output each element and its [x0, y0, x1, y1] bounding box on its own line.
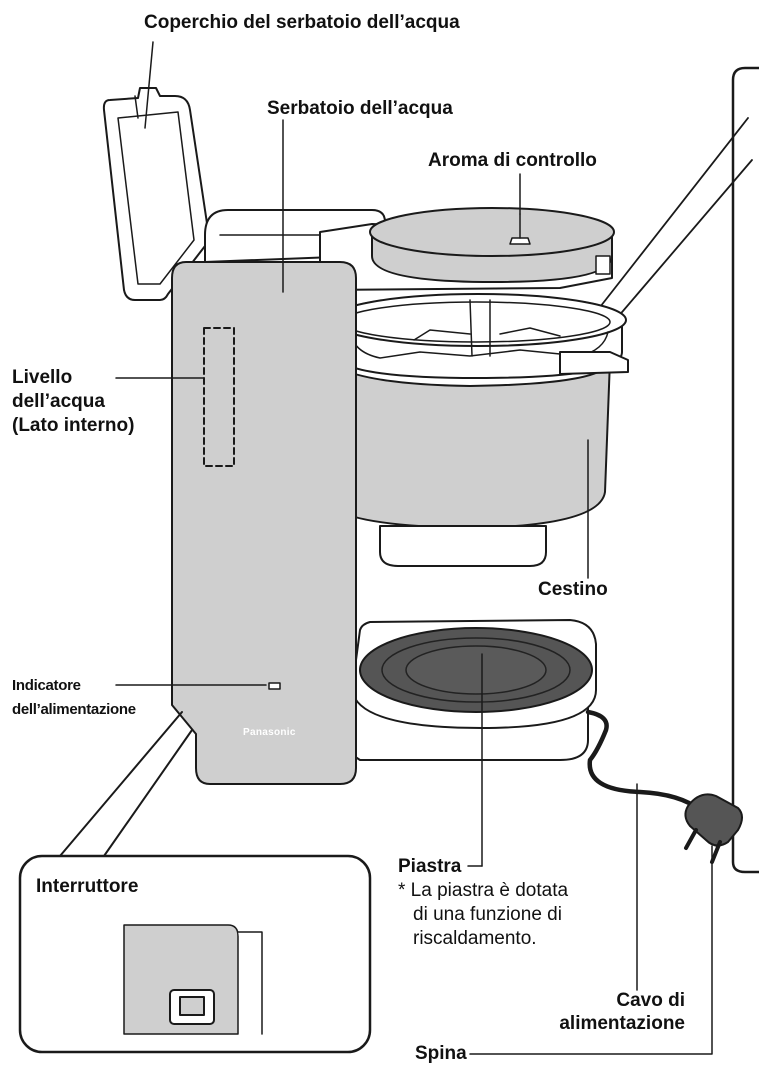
- label-lid: Coperchio del serbatoio dell’acqua: [144, 12, 460, 33]
- label-level-3: (Lato interno): [12, 415, 135, 436]
- label-level-1: Livello: [12, 367, 73, 388]
- label-cord-1: Cavo di: [616, 990, 685, 1011]
- water-level-window: [203, 327, 235, 467]
- label-level-2: dell’acqua: [12, 391, 105, 412]
- zoom-line-lower: [616, 159, 753, 319]
- plate-note-1: * La piastra è dotata: [398, 880, 569, 901]
- zoom-line-upper: [592, 117, 749, 317]
- tank-lid-inner: [117, 111, 195, 285]
- label-aroma: Aroma di controllo: [428, 150, 597, 171]
- switch-callout-line-right: [103, 729, 193, 857]
- plate-note-3: riscaldamento.: [413, 928, 537, 949]
- label-power-indicator-1: Indicatore: [12, 677, 81, 694]
- plate-note-2: di una funzione di: [413, 904, 562, 925]
- label-plug: Spina: [415, 1043, 467, 1064]
- switch-rocker: [179, 996, 205, 1016]
- detail-panel: [731, 66, 759, 874]
- label-tank: Serbatoio dell’acqua: [267, 98, 453, 119]
- power-indicator-led: [268, 682, 281, 690]
- label-cord-2: alimentazione: [559, 1013, 685, 1034]
- basket-handle: [559, 351, 629, 375]
- power-plug: [684, 793, 743, 847]
- basket-spout-housing: [379, 525, 547, 567]
- basket-body: [319, 349, 611, 529]
- brand-logo: Panasonic: [243, 727, 296, 738]
- tank-lid: [102, 87, 210, 301]
- label-basket: Cestino: [538, 579, 608, 600]
- switch-callout-line-left: [59, 711, 183, 857]
- aroma-knob: [509, 237, 531, 245]
- label-switch: Interruttore: [36, 876, 139, 897]
- water-tank-body: [171, 261, 357, 785]
- label-power-indicator-2: dell’alimentazione: [12, 701, 136, 718]
- label-plate: Piastra: [398, 856, 462, 877]
- power-cord: [585, 709, 703, 813]
- aroma-lid-top: [369, 207, 615, 257]
